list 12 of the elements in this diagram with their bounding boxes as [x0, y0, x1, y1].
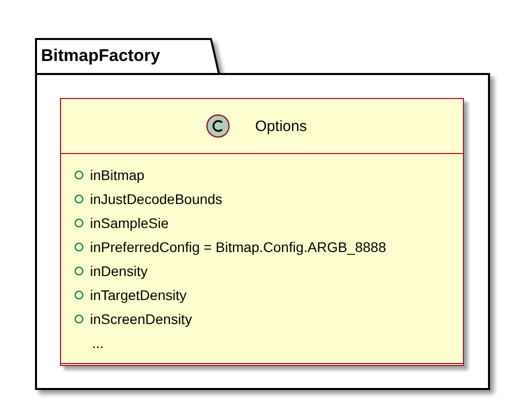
field-name: inSampleSie [90, 215, 169, 231]
field-name: inPreferredConfig = Bitmap.Config.ARGB_8888 [90, 239, 386, 255]
package-folder [35, 38, 490, 390]
class-box [60, 98, 464, 366]
field-name: inTargetDensity [90, 287, 186, 303]
package-name: BitmapFactory [41, 46, 160, 66]
field-name: inBitmap [90, 167, 144, 183]
field-name: inDensity [90, 263, 148, 279]
class-name: Options [255, 118, 307, 134]
ellipsis-text: ... [92, 335, 104, 351]
field-name: inJustDecodeBounds [90, 191, 222, 207]
field-name: inScreenDensity [90, 311, 192, 327]
